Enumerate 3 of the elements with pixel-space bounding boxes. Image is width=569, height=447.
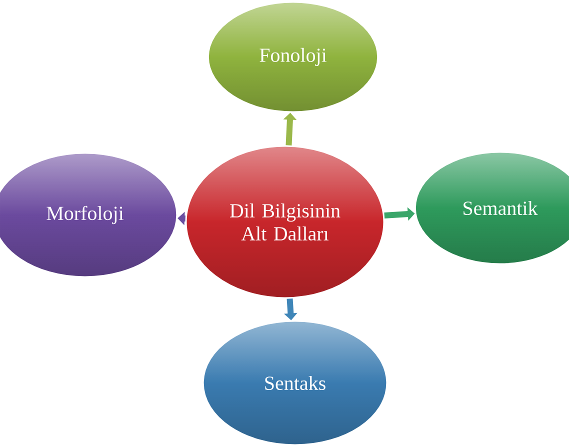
ellipse-node: Fonoloji [207, 1, 379, 113]
ellipse-node: Sentaks [202, 320, 388, 446]
ellipse-node: Dil Bilgisinin Alt Dalları [185, 145, 385, 299]
